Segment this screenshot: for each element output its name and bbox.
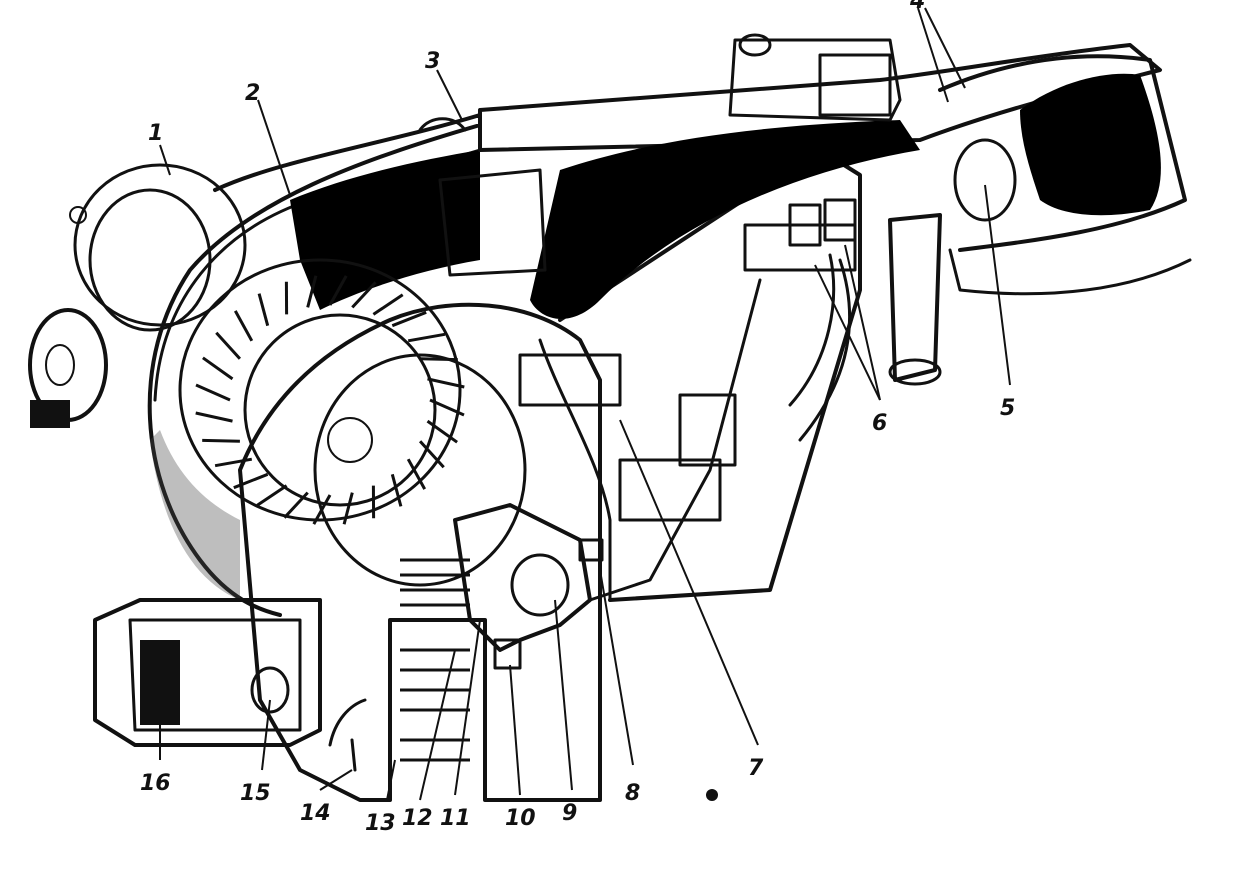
combustion-head: [938, 54, 1192, 296]
fan-volute-casing: [147, 113, 482, 617]
callout-8: 8: [625, 781, 640, 806]
impeller-blade: [256, 484, 288, 507]
control-box: [93, 598, 322, 747]
motor-housing: [69, 163, 247, 332]
callout-11: 11: [440, 806, 471, 831]
callout-1: 1: [148, 121, 163, 146]
impeller-blade: [202, 356, 234, 381]
ignition-transformer: [728, 33, 902, 122]
impeller-blade: [406, 458, 427, 490]
oil-pump-assembly: [453, 503, 604, 670]
electrode-holder: [888, 213, 942, 386]
air-blast-tube: [478, 43, 1162, 319]
callout-4: 4: [909, 0, 925, 14]
callout-6: 6: [872, 411, 887, 436]
air-damper: [418, 117, 547, 277]
front-cover-plate: [238, 302, 602, 802]
impeller-blade: [427, 377, 465, 389]
impeller-blade: [328, 275, 348, 306]
impeller-blade: [257, 293, 270, 327]
control-relay-panel: [518, 353, 737, 522]
impeller-blade: [342, 492, 354, 525]
callout-14: 14: [300, 801, 331, 826]
impeller-blade: [195, 411, 233, 423]
impeller-blade: [390, 473, 403, 507]
impeller-blade: [195, 383, 231, 402]
callout-15: 15: [240, 781, 271, 806]
callout-labels: 1 2 3 4 5 6 7 8 9 10 11 12 13 14 15 16: [140, 0, 1015, 836]
leader-lines: [159, 7, 1011, 801]
callout-16: 16: [140, 771, 171, 796]
impeller-blade: [407, 332, 446, 343]
impeller-blade: [215, 331, 242, 360]
ink-speck: [706, 789, 718, 801]
impeller-blade: [391, 310, 427, 328]
callout-12: 12: [402, 806, 433, 831]
impeller-blade: [426, 419, 458, 444]
impeller-blade: [306, 275, 318, 308]
impeller-blade: [351, 281, 377, 309]
impeller-blade: [233, 310, 254, 342]
impeller-blade: [429, 398, 465, 417]
impeller-blade: [283, 491, 309, 519]
motor-end-cap: [28, 308, 108, 428]
terminal-block: [743, 198, 857, 272]
callout-7: 7: [748, 756, 764, 781]
impeller-blade: [372, 293, 404, 316]
callout-5: 5: [1000, 396, 1015, 421]
callout-13: 13: [365, 811, 396, 836]
impeller-blade: [202, 438, 240, 443]
callout-2: 2: [245, 81, 260, 106]
impeller-blade: [418, 440, 445, 469]
callout-10: 10: [505, 806, 536, 831]
callout-3: 3: [425, 49, 440, 74]
adjustment-screw: [328, 698, 367, 772]
cable-harness: [588, 253, 852, 602]
callout-9: 9: [562, 801, 577, 826]
